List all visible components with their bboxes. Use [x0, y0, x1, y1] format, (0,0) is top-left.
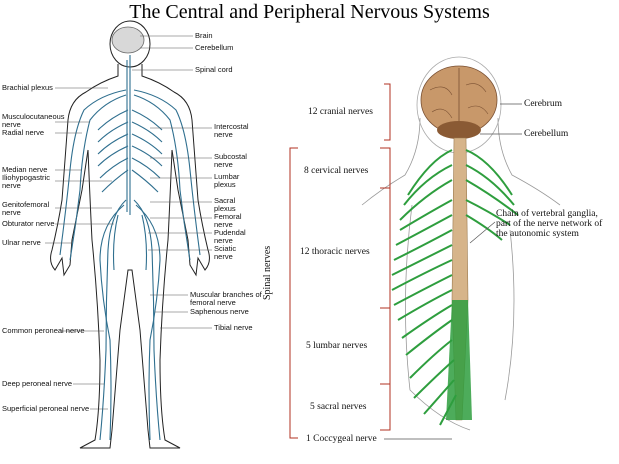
right-leader-lines	[384, 103, 522, 440]
left-brain-icon	[111, 26, 145, 54]
label-cranial-nerves: 12 cranial nerves	[308, 107, 373, 117]
label-sacral-nerves: 5 sacral nerves	[310, 402, 367, 412]
label-saphenous-nerve: Saphenous nerve	[190, 307, 249, 316]
left-leader-lines	[45, 35, 212, 410]
label-femoral-nerve: Femoral nerve	[214, 212, 242, 229]
label-pudendal-nerve: Pudendal nerve	[214, 228, 246, 245]
label-subcostal-nerve: Subcostal nerve	[214, 152, 247, 169]
label-spinal-cord: Spinal cord	[195, 65, 233, 74]
label-cerebrum: Cerebrum	[524, 99, 562, 109]
label-lumbar-plexus: Lumbar plexus	[214, 172, 240, 189]
label-coccygeal-nerve: 1 Coccygeal nerve	[306, 434, 377, 444]
label-deep-peroneal-nerve: Deep peroneal nerve	[2, 379, 73, 388]
label-spinal-nerves: Spinal nerves	[262, 245, 273, 300]
label-obturator-nerve: Obturator nerve	[2, 219, 55, 228]
label-muscular-branches: Muscular branches of femoral nerve	[190, 290, 262, 307]
label-musculocutaneous-nerve: Musculocutaneous nerve	[2, 112, 65, 129]
label-sacral-plexus: Sacral plexus	[214, 196, 236, 213]
label-brain: Brain	[195, 31, 213, 40]
label-iliohypogastric-nerve: Iliohypogastric nerve	[2, 173, 50, 190]
region-brackets	[289, 83, 391, 439]
cauda-equina	[446, 300, 472, 420]
human-body-figure	[50, 20, 210, 449]
label-intercostal-nerve: Intercostal nerve	[214, 122, 249, 139]
label-thoracic-nerves: 12 thoracic nerves	[300, 247, 370, 257]
label-cerebellum: Cerebellum	[195, 43, 234, 52]
label-radial-nerve: Radial nerve	[2, 128, 45, 137]
peripheral-nerves	[59, 55, 201, 441]
page-title: The Central and Peripheral Nervous Syste…	[129, 1, 490, 23]
label-brachial-plexus: Brachial plexus	[2, 83, 53, 92]
label-median-nerve: Median nerve	[2, 165, 48, 174]
label-right-cerebellum: Cerebellum	[524, 129, 569, 139]
label-cervical-nerves: 8 cervical nerves	[304, 166, 369, 176]
label-tibial-nerve: Tibial nerve	[214, 323, 253, 332]
spinal-nerves-green	[391, 149, 519, 426]
label-lumbar-nerves: 5 lumbar nerves	[306, 341, 368, 351]
label-genitofemoral-nerve: Genitofemoral nerve	[2, 200, 50, 217]
label-superficial-peroneal-nerve: Superficial peroneal nerve	[2, 404, 90, 413]
label-sciatic-nerve: Sciatic nerve	[214, 244, 237, 261]
label-ulnar-nerve: Ulnar nerve	[2, 238, 41, 247]
label-common-peroneal-nerve: Common peroneal nerve	[2, 326, 85, 335]
label-vertebral-ganglia-chain: Chain of vertebral ganglia, part of the …	[496, 209, 603, 239]
right-brain-icon	[420, 65, 498, 139]
